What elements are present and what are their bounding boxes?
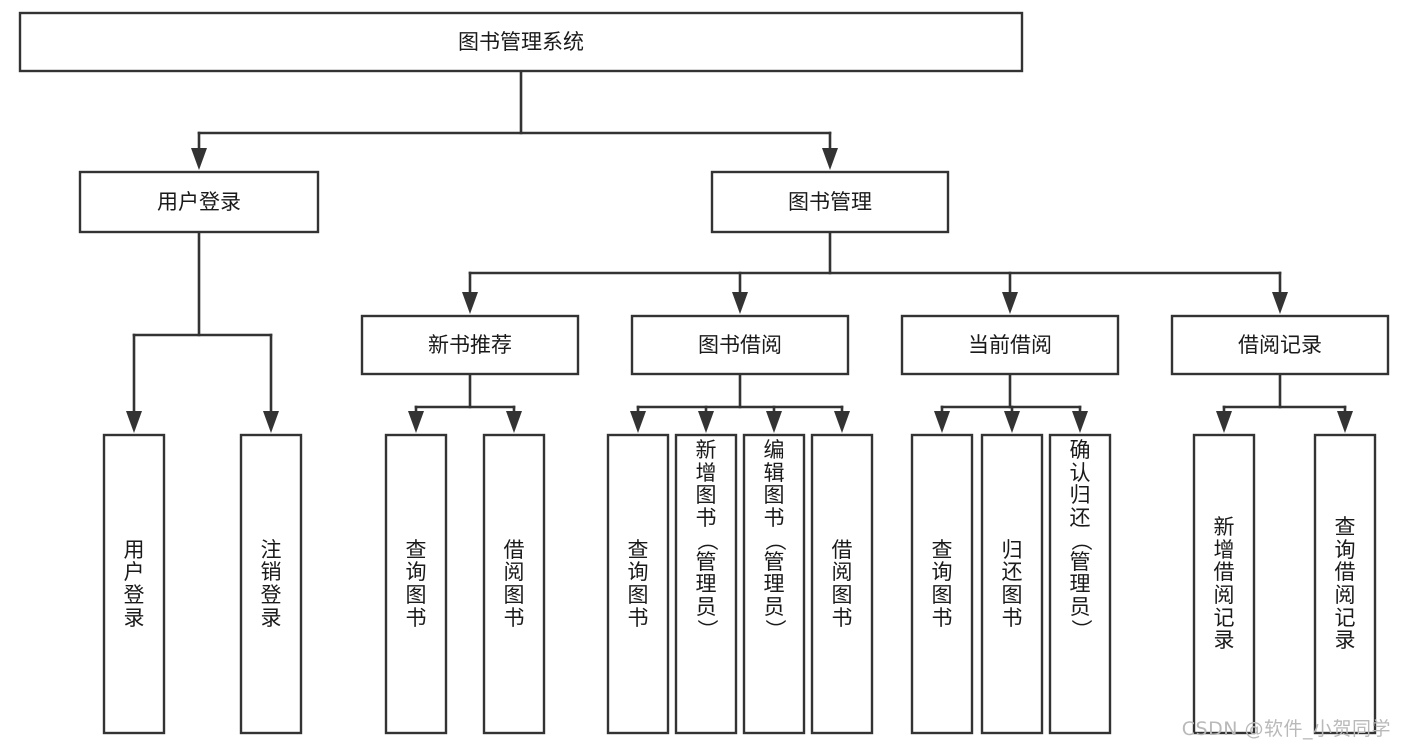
node-box-leaf-user-login[interactable] — [102, 433, 166, 735]
node-label-root: 图书管理系统 — [458, 30, 584, 54]
arrow-head-icon — [732, 292, 748, 314]
arrow-head-icon — [822, 148, 838, 170]
arrow-head-icon — [934, 411, 950, 433]
node-box-bookmgmt[interactable] — [710, 170, 950, 234]
node-box-leaf-nb-borrow[interactable] — [482, 433, 546, 735]
node-box-borrow[interactable] — [630, 314, 850, 376]
arrow-head-icon — [630, 411, 646, 433]
arrow-head-icon — [1004, 411, 1020, 433]
node-box-leaf-nb-query[interactable] — [384, 433, 448, 735]
node-label-borrow: 图书借阅 — [698, 333, 782, 357]
arrow-head-icon — [834, 411, 850, 433]
node-box-leaf-bw-add[interactable] — [674, 433, 738, 735]
node-box-leaf-user-logout[interactable] — [239, 433, 303, 735]
node-box-leaf-bw-edit[interactable] — [742, 433, 806, 735]
node-label-login: 用户登录 — [157, 190, 241, 214]
arrow-head-icon — [766, 411, 782, 433]
node-box-login[interactable] — [78, 170, 320, 234]
node-label-current: 当前借阅 — [968, 333, 1052, 357]
arrow-head-icon — [191, 148, 207, 170]
node-box-layer — [18, 11, 1390, 735]
arrow-head-icon — [506, 411, 522, 433]
arrow-head-icon — [1272, 292, 1288, 314]
node-box-leaf-cu-confirm[interactable] — [1048, 433, 1112, 735]
node-label-newbook: 新书推荐 — [428, 333, 512, 357]
node-label-record: 借阅记录 — [1238, 333, 1322, 357]
node-box-leaf-cu-return[interactable] — [980, 433, 1044, 735]
arrow-head-icon — [126, 411, 142, 433]
node-box-leaf-cu-query[interactable] — [910, 433, 974, 735]
arrow-head-icon — [698, 411, 714, 433]
connector-layer — [126, 69, 1353, 433]
node-label-bookmgmt: 图书管理 — [788, 190, 872, 214]
arrow-head-icon — [1337, 411, 1353, 433]
node-box-leaf-rc-add[interactable] — [1192, 433, 1256, 735]
arrow-head-icon — [462, 292, 478, 314]
arrow-head-icon — [1216, 411, 1232, 433]
node-box-leaf-rc-query[interactable] — [1313, 433, 1377, 735]
arrow-head-icon — [263, 411, 279, 433]
node-box-newbook[interactable] — [360, 314, 580, 376]
node-box-current[interactable] — [900, 314, 1120, 376]
node-box-leaf-bw-borrow[interactable] — [810, 433, 874, 735]
node-box-root[interactable] — [18, 11, 1024, 73]
node-box-record[interactable] — [1170, 314, 1390, 376]
node-box-leaf-bw-query[interactable] — [606, 433, 670, 735]
arrow-head-icon — [1072, 411, 1088, 433]
watermark-text: CSDN @软件_小贺同学 — [1181, 718, 1391, 740]
arrow-head-icon — [1002, 292, 1018, 314]
arrow-head-icon — [408, 411, 424, 433]
